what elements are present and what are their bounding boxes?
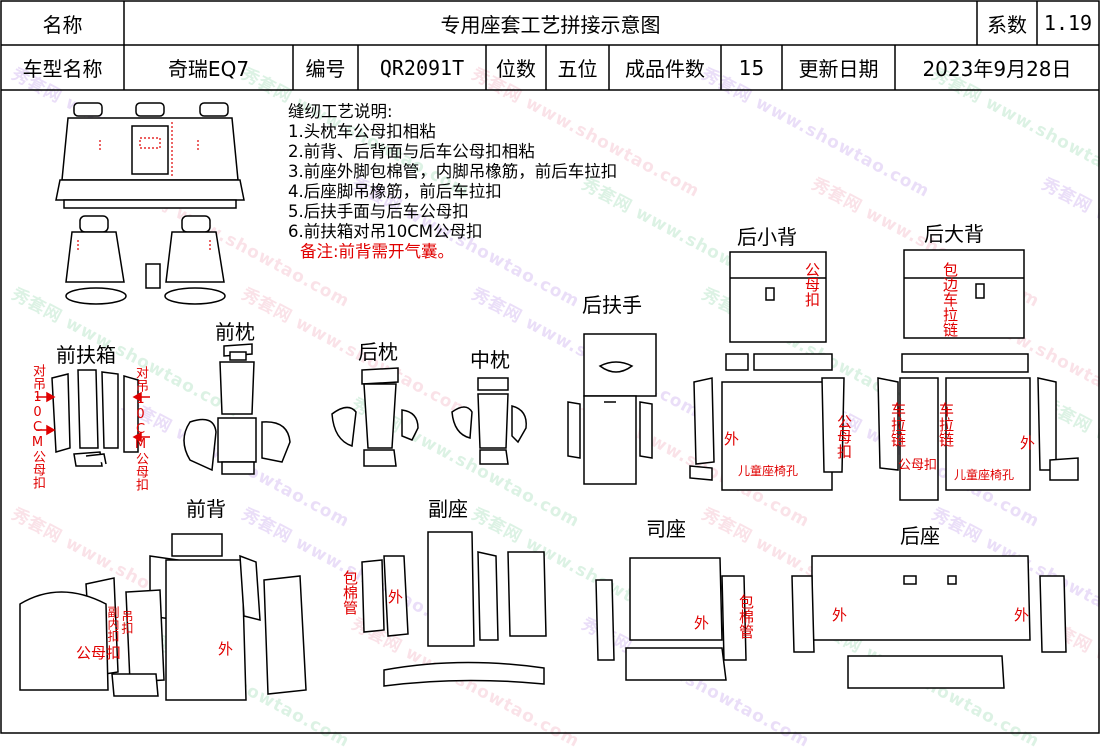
passenger-seat-pieces [361,531,547,687]
annotation-hang-left: 对吊10CM公母扣 [30,364,45,489]
annotation-rear-seat-outer-left: 外 [832,606,848,624]
pieces-label: 成品件数 [625,57,705,81]
seat-illustration [55,102,245,305]
seats-label: 位数 [496,57,536,81]
front-armrest-box-pieces [51,369,139,467]
factor-label: 系数 [987,12,1027,37]
middle-headrest-pieces [451,377,527,465]
annotation-front-back-snap: 公母扣 [76,644,122,662]
label-rear-headrest: 后枕 [358,340,398,364]
label-rear-armrest: 后扶手 [582,293,642,317]
pieces-value: 15 [738,55,765,80]
model-value: 奇瑞EQ7 [167,57,250,81]
label-front-back: 前背 [186,497,226,521]
annotation-large-back-child-hole: 儿童座椅孔 [954,468,1015,482]
rear-seat-pieces [791,555,1067,689]
annotation-hang-right: 对吊10CM公母扣 [133,366,148,491]
note-item: 2.前背、后背面与后车公母扣相粘 [288,142,535,161]
note-item: 1.头枕车公母扣相粘 [288,122,436,141]
annotation-large-back-zip-left: 车拉链 [889,402,907,447]
rear-headrest-pieces [331,367,419,467]
annotation-small-back-snap: 公母扣 [803,262,821,307]
rear-large-back-pieces [877,249,1079,501]
model-label: 车型名称 [22,57,103,81]
factor-value: 1.19 [1043,11,1093,35]
rear-small-back-pieces [689,251,845,491]
date-value: 2023年9月28日 [922,57,1072,81]
label-driver-seat: 司座 [646,517,686,541]
annotation-front-back-inner: 副内扣 [106,606,120,642]
notes-title: 缝纫工艺说明: [288,102,393,121]
annotation-passenger-cotton-tube: 包棉管 [341,570,359,615]
sewing-notes: 缝纫工艺说明: 1.头枕车公母扣相粘 2.前背、后背面与后车公母扣相粘 3.前座… [288,102,617,262]
label-front-armrest-box: 前扶箱 [56,343,116,367]
label-front-headrest: 前枕 [215,320,255,344]
annotation-large-back-snap: 公母扣 [898,458,938,473]
note-item: 4.后座脚吊橡筋，前后车拉扣 [288,182,502,201]
annotation-rear-seat-outer-right: 外 [1014,606,1030,624]
code-label: 编号 [305,57,346,81]
annotation-large-back-outer: 外 [1020,434,1036,452]
annotation-front-back-outer: 外 [218,640,234,658]
date-label: 更新日期 [798,57,879,81]
annotation-small-back-child-hole: 儿童座椅孔 [738,464,799,478]
pattern-drawing [0,0,1100,734]
front-back-pieces [19,533,307,701]
label-rear-seat: 后座 [900,524,940,548]
annotation-small-back-snap-side: 公母扣 [835,414,853,459]
label-middle-headrest: 中枕 [470,348,510,372]
driver-seat-pieces [595,557,747,681]
annotation-small-back-outer: 外 [724,430,740,448]
note-item: 6.前扶箱对吊10CM公母扣 [288,222,483,241]
doc-title: 专用座套工艺拼接示意图 [440,12,661,37]
label-rear-large-back: 后大背 [924,222,984,246]
code-value: QR2091T [379,55,465,80]
annotation-front-back-hang: 吊扣 [120,610,134,634]
note-item: 5.后扶手面与后车公母扣 [288,202,469,221]
notes-remark: 备注:前背需开气囊。 [300,242,455,261]
label-rear-small-back: 后小背 [737,225,797,249]
name-label: 名称 [42,12,83,37]
annotation-passenger-outer: 外 [388,588,404,606]
note-item: 3.前座外脚包棉管，内脚吊橡筋，前后车拉扣 [288,162,618,181]
annotation-large-back-zip-right: 车拉链 [937,402,955,447]
annotation-driver-outer: 外 [694,614,710,632]
front-headrest-pieces [183,343,291,475]
rear-armrest-pieces [567,333,657,485]
annotation-large-back-edge-zip: 包边车拉链 [941,262,959,337]
label-passenger-seat: 副座 [428,497,468,521]
seats-value: 五位 [557,57,598,81]
annotation-driver-cotton-tube: 包棉管 [737,594,755,639]
